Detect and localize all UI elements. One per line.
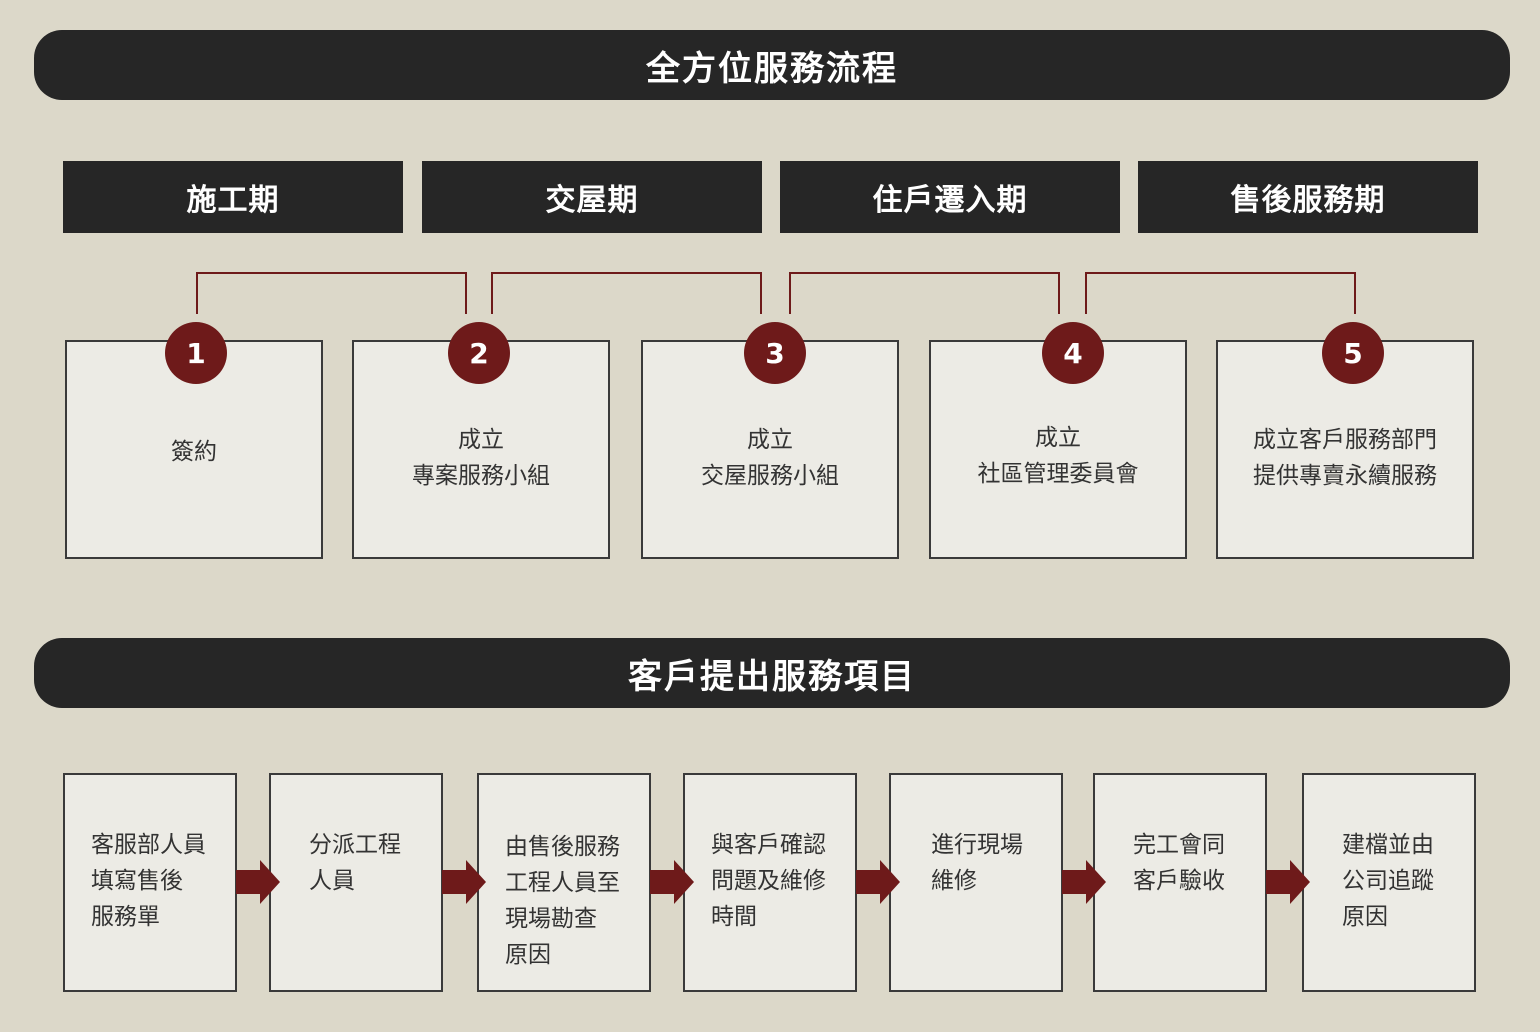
phase-label: 交屋期 [545,183,639,218]
service-step-3: 由售後服務 工程人員至 現場勘查 原因 [477,773,651,992]
step-badge-1: 1 [165,322,227,384]
step-label: 成立 交屋服務小組 [701,427,839,489]
connector-handover [491,272,762,314]
arrow-right-icon [1266,860,1310,904]
step-badge-5: 5 [1322,322,1384,384]
arrow-right-icon [236,860,280,904]
service-step-5: 進行現場 維修 [889,773,1063,992]
arrow-right-icon [650,860,694,904]
step-badge-3: 3 [744,322,806,384]
step-box-1: 簽約 [65,340,323,559]
service-step-label: 由售後服務 工程人員至 現場勘查 原因 [505,834,620,968]
phase-handover: 交屋期 [422,161,762,233]
process-title-banner: 全方位服務流程 [34,30,1510,100]
service-step-label: 分派工程 人員 [309,832,401,894]
service-step-7: 建檔並由 公司追蹤 原因 [1302,773,1476,992]
step-label: 簽約 [171,439,217,465]
service-step-2: 分派工程 人員 [269,773,443,992]
arrow-right-icon [1062,860,1106,904]
step-label: 成立客戶服務部門 提供專賣永續服務 [1253,427,1437,489]
service-step-1: 客服部人員 填寫售後 服務單 [63,773,237,992]
service-step-label: 客服部人員 填寫售後 服務單 [91,832,206,930]
phase-label: 售後服務期 [1230,183,1386,218]
step-badge-4: 4 [1042,322,1104,384]
service-step-6: 完工會同 客戶驗收 [1093,773,1267,992]
step-box-2: 成立 專案服務小組 [352,340,610,559]
connector-move-in [789,272,1060,314]
phase-after-sales: 售後服務期 [1138,161,1478,233]
phase-label: 施工期 [186,183,280,218]
service-step-label: 建檔並由 公司追蹤 原因 [1342,832,1434,930]
arrow-right-icon [856,860,900,904]
step-label: 成立 社區管理委員會 [977,425,1139,487]
service-step-label: 與客戶確認 問題及維修 時間 [711,832,826,930]
step-label: 成立 專案服務小組 [412,427,550,489]
phase-move-in: 住戶遷入期 [780,161,1120,233]
service-step-label: 完工會同 客戶驗收 [1133,832,1225,894]
step-badge-2: 2 [448,322,510,384]
process-title: 全方位服務流程 [646,48,898,89]
connector-after-sales [1085,272,1356,314]
phase-label: 住戶遷入期 [872,183,1028,218]
connector-construction [196,272,467,314]
arrow-right-icon [442,860,486,904]
service-step-label: 進行現場 維修 [931,832,1023,894]
service-step-4: 與客戶確認 問題及維修 時間 [683,773,857,992]
service-title-banner: 客戶提出服務項目 [34,638,1510,708]
service-title: 客戶提出服務項目 [628,656,916,697]
phase-construction: 施工期 [63,161,403,233]
